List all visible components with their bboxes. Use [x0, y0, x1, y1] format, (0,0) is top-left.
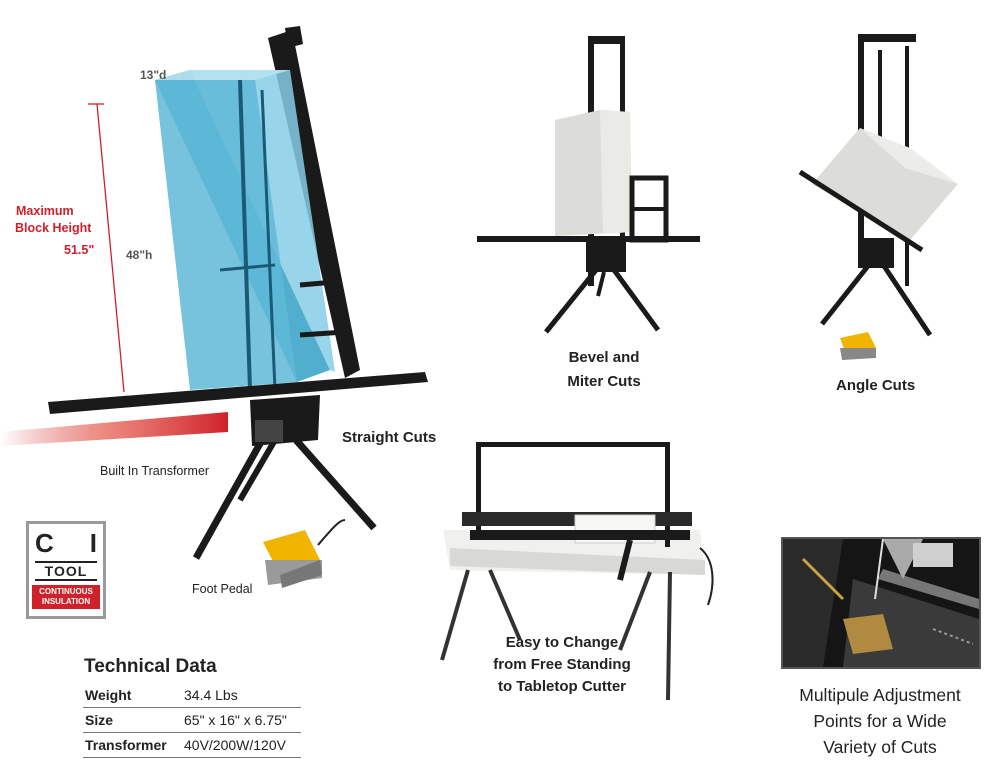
ci-tool-logo: C I TOOL CONTINUOUS INSULATION [26, 521, 106, 619]
angle-cuts-caption: Angle Cuts [836, 377, 916, 394]
tech-value: 40V/200W/120V [182, 732, 301, 758]
bevel-caption-line2: Miter Cuts [567, 373, 641, 390]
logo-ci-band: CONTINUOUS INSULATION [32, 585, 100, 609]
tabletop-cutter-illustration [440, 442, 714, 701]
table-row: Size 65" x 16" x 6.75" [83, 707, 301, 733]
logo-letter-c: C [35, 528, 54, 558]
tech-key: Weight [83, 683, 182, 708]
adjustment-caption-line2: Points for a Wide [813, 711, 947, 731]
max-block-label-line2: Block Height [15, 221, 92, 235]
bevel-caption: Bevel and Miter Cuts [560, 346, 648, 394]
easy-caption-line3: to Tabletop Cutter [497, 678, 627, 695]
logo-line2: INSULATION [41, 597, 91, 606]
height-label: 48"h [126, 248, 153, 262]
angle-cutter-illustration [798, 34, 958, 360]
foot-pedal-label: Foot Pedal [192, 582, 253, 596]
logo-tool-text: TOOL [35, 561, 97, 581]
tech-key: Size [83, 707, 182, 733]
straight-cuts-caption: Straight Cuts [342, 429, 437, 446]
technical-data-title: Technical Data [84, 656, 217, 677]
easy-caption-line2: from Free Standing [493, 656, 631, 673]
logo-line1: CONTINUOUS [39, 587, 93, 596]
easy-change-caption: Easy to Change from Free Standing to Tab… [484, 632, 640, 698]
tech-key: Transformer [83, 732, 182, 758]
tech-value: 65" x 16" x 6.75" [182, 707, 301, 733]
tech-value: 34.4 Lbs [182, 683, 301, 708]
bevel-cutter-illustration [477, 36, 700, 334]
technical-data-table: Weight 34.4 Lbs Size 65" x 16" x 6.75" T… [83, 683, 301, 758]
logo-letter-i: I [89, 528, 97, 558]
transformer-label: Built In Transformer [100, 464, 210, 478]
adjustment-caption-line1: Multipule Adjustment [799, 685, 961, 705]
table-row: Transformer 40V/200W/120V [83, 732, 301, 758]
adjustment-caption: Multipule Adjustment Points for a Wide V… [780, 682, 980, 760]
foot-pedal-icon [263, 519, 346, 588]
depth-label: 13"d [140, 68, 167, 82]
adjustment-caption-line3: Variety of Cuts [823, 737, 937, 757]
max-block-value: 51.5" [64, 243, 95, 257]
easy-caption-line1: Easy to Change [505, 634, 619, 651]
bevel-caption-line1: Bevel and [568, 349, 640, 366]
table-row: Weight 34.4 Lbs [83, 683, 301, 708]
adjustment-detail-photo [781, 537, 981, 669]
max-block-label-line1: Maximum [16, 204, 74, 218]
